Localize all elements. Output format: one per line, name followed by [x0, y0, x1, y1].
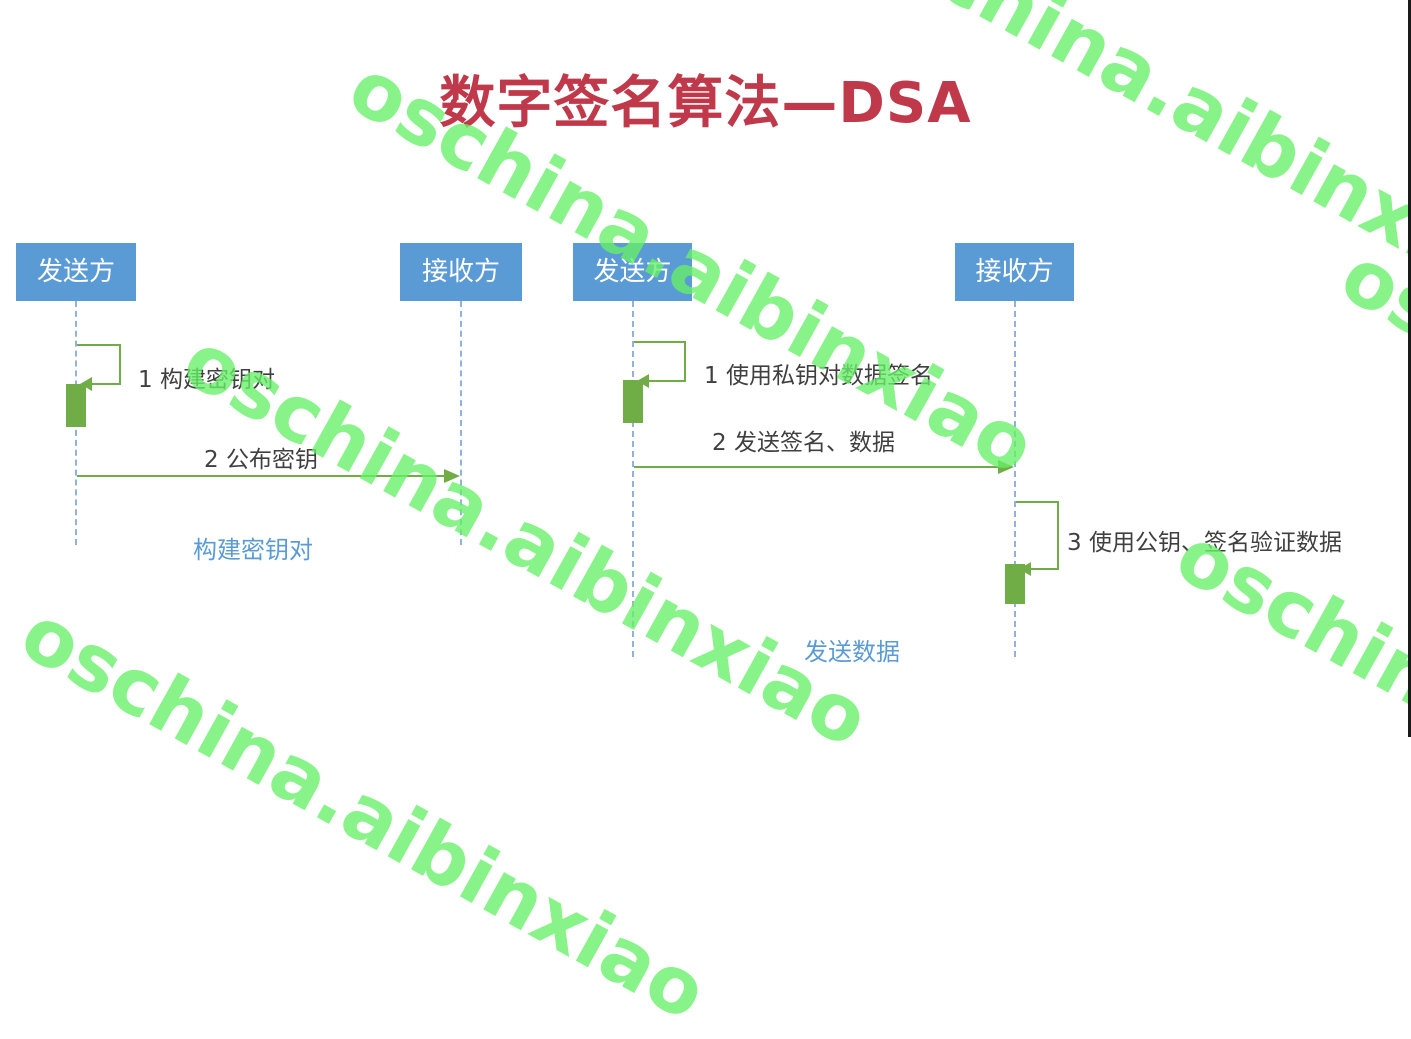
right-self-message-arrow [634, 341, 686, 382]
right-self-arrowhead [637, 374, 649, 388]
left-receiver-box: 接收方 [400, 243, 522, 301]
right-verify-arrowhead [1019, 562, 1031, 576]
right-step1-label: 1 使用私钥对数据签名 [704, 363, 933, 389]
right-receiver-activation [1005, 564, 1025, 604]
right-step3-label: 3 使用公钥、签名验证数据 [1067, 530, 1342, 556]
right-sender-lifeline [632, 301, 634, 657]
left-step1-label: 1 构建密钥对 [138, 367, 275, 393]
left-receiver-lifeline [460, 301, 462, 545]
left-self-message-arrow [77, 344, 121, 385]
page-title: 数字签名算法—DSA [439, 71, 972, 136]
message-arrows [77, 341, 1059, 576]
left-sender-activation [66, 384, 86, 427]
right-receiver-lifeline [1014, 301, 1016, 657]
left-sender-box: 发送方 [16, 243, 136, 301]
right-sender-box: 发送方 [573, 243, 692, 301]
right-sender-activation [623, 380, 643, 423]
left-self-arrowhead [80, 377, 92, 391]
right-verify-self-arrow [1016, 501, 1059, 570]
right-send-arrowhead [998, 460, 1014, 474]
left-publish-arrowhead [444, 469, 460, 483]
right-border [1408, 0, 1411, 737]
left-step2-label: 2 公布密钥 [204, 447, 318, 473]
left-caption: 构建密钥对 [193, 536, 313, 564]
right-step2-label: 2 发送签名、数据 [712, 430, 895, 456]
right-caption: 发送数据 [804, 638, 900, 666]
right-receiver-box: 接收方 [955, 243, 1074, 301]
